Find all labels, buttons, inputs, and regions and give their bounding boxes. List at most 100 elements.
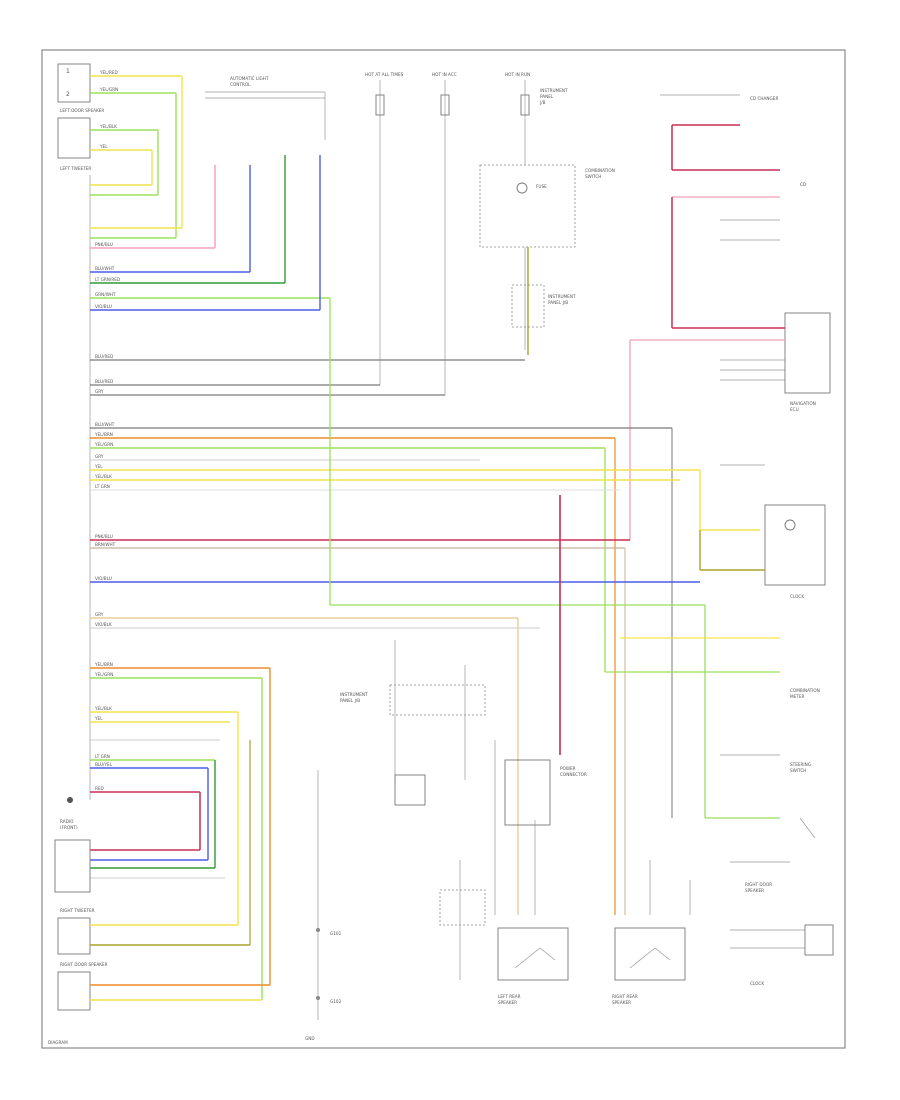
combination-meter: COMBINATION METER xyxy=(605,637,820,756)
hot-in-acc-fuse: HOT IN ACC xyxy=(432,72,457,395)
right-door-speaker: RIGHT DOOR SPEAKER CLOCK xyxy=(730,861,834,986)
svg-text:CLOCK: CLOCK xyxy=(750,981,764,986)
svg-text:YEL/RED: YEL/RED xyxy=(99,70,118,75)
cd-changer-relay: POWER CONNECTOR xyxy=(504,759,587,826)
radio-relay xyxy=(439,889,486,926)
svg-text:BLU/RED: BLU/RED xyxy=(95,379,113,384)
svg-text:RIGHT TWEETER: RIGHT TWEETER xyxy=(60,908,95,913)
svg-text:POWER: POWER xyxy=(560,766,576,771)
svg-text:CLOCK: CLOCK xyxy=(790,594,804,599)
diagram-border xyxy=(41,49,846,1049)
svg-text:VIO/BLU: VIO/BLU xyxy=(95,576,112,581)
svg-text:GRY: GRY xyxy=(95,612,104,617)
radio: RADIO (FRONT) xyxy=(54,797,91,893)
svg-text:PNK/BLU: PNK/BLU xyxy=(95,534,113,539)
svg-text:YEL/BLK: YEL/BLK xyxy=(94,706,112,711)
left-door-speaker-label: LEFT DOOR SPEAKER xyxy=(60,108,104,113)
svg-text:1: 1 xyxy=(66,68,70,75)
svg-text:INSTRUMENT: INSTRUMENT xyxy=(540,88,568,93)
svg-text:LT GRN: LT GRN xyxy=(95,754,110,759)
svg-text:SWITCH: SWITCH xyxy=(585,174,601,179)
svg-text:AUTOMATIC LIGHT: AUTOMATIC LIGHT xyxy=(230,76,269,81)
left-tweeter: YEL/BLK YEL xyxy=(57,117,158,159)
svg-text:VIO/BLK: VIO/BLK xyxy=(95,622,112,627)
svg-text:G102: G102 xyxy=(330,999,342,1004)
hot-in-run-fuse: HOT IN RUN INSTRUMENT PANEL J/B xyxy=(505,72,568,165)
svg-text:YEL/BLK: YEL/BLK xyxy=(99,124,117,129)
instrument-panel-jb: INSTRUMENT PANEL J/B xyxy=(511,284,576,328)
svg-text:LEFT REAR: LEFT REAR xyxy=(498,994,521,999)
svg-text:PNK/BLU: PNK/BLU xyxy=(95,242,113,247)
svg-text:YEL/BRN: YEL/BRN xyxy=(94,432,113,437)
svg-text:SPEAKER: SPEAKER xyxy=(745,888,764,893)
svg-text:RIGHT DOOR: RIGHT DOOR xyxy=(745,882,772,887)
navigation-ecu: NAVIGATION ECU xyxy=(630,312,831,412)
svg-text:HOT AT ALL TIMES: HOT AT ALL TIMES xyxy=(365,72,404,77)
svg-text:HOT IN ACC: HOT IN ACC xyxy=(432,72,457,77)
junction-block-center: INSTRUMENT PANEL J/B xyxy=(340,640,486,806)
diagram-footer: DIAGRAM xyxy=(48,1040,68,1045)
svg-text:SWITCH: SWITCH xyxy=(790,768,806,773)
svg-text:J/B: J/B xyxy=(539,100,546,105)
svg-text:PANEL J/B: PANEL J/B xyxy=(548,300,568,305)
svg-text:RADIO: RADIO xyxy=(60,819,74,824)
svg-text:RIGHT DOOR SPEAKER: RIGHT DOOR SPEAKER xyxy=(60,962,108,967)
left-rear-speaker: LEFT REAR SPEAKER xyxy=(497,927,569,1005)
svg-text:YEL: YEL xyxy=(94,464,103,469)
svg-text:YEL/GRN: YEL/GRN xyxy=(94,672,113,677)
svg-text:(FRONT): (FRONT) xyxy=(60,825,78,830)
svg-text:FUSE: FUSE xyxy=(536,184,547,189)
automatic-light-connector: AUTOMATIC LIGHT CONTROL xyxy=(205,76,326,140)
steering-switch: STEERING SWITCH xyxy=(790,762,816,839)
svg-text:SPEAKER: SPEAKER xyxy=(612,1000,631,1005)
svg-text:CD CHANGER: CD CHANGER xyxy=(750,96,778,101)
svg-text:BLU/YEL: BLU/YEL xyxy=(95,762,113,767)
svg-text:GND: GND xyxy=(305,1036,315,1041)
svg-text:HOT IN RUN: HOT IN RUN xyxy=(505,72,530,77)
clock: CLOCK xyxy=(699,464,826,599)
ground: G101 G102 GND xyxy=(305,928,342,1041)
right-door-speaker-left: RIGHT DOOR SPEAKER xyxy=(57,962,270,1011)
svg-text:COMBINATION: COMBINATION xyxy=(790,688,820,693)
svg-text:INSTRUMENT: INSTRUMENT xyxy=(548,294,576,299)
svg-text:PANEL: PANEL xyxy=(540,94,554,99)
svg-text:LT GRN: LT GRN xyxy=(95,484,110,489)
svg-text:YEL/GRN: YEL/GRN xyxy=(94,442,113,447)
svg-text:INSTRUMENT: INSTRUMENT xyxy=(340,692,368,697)
svg-text:VIO/BLU: VIO/BLU xyxy=(95,304,112,309)
svg-text:ECU: ECU xyxy=(790,407,799,412)
svg-text:METER: METER xyxy=(790,694,804,699)
svg-text:YEL/BRN: YEL/BRN xyxy=(94,662,113,667)
svg-text:LT GRN/RED: LT GRN/RED xyxy=(95,277,120,282)
svg-text:COMBINATION: COMBINATION xyxy=(585,168,615,173)
svg-text:YEL/BLK: YEL/BLK xyxy=(94,474,112,479)
left-door-speaker: 1 2 YEL/RED YEL/GRN xyxy=(57,63,182,103)
radio-lower-pins: YEL/BRN YEL/GRN YEL/BLK YEL LT GRN BLU/Y… xyxy=(90,662,271,1000)
svg-text:BLU/RED: BLU/RED xyxy=(95,354,113,359)
svg-text:YEL: YEL xyxy=(94,716,103,721)
svg-text:BRN/WHT: BRN/WHT xyxy=(95,542,116,547)
svg-text:BLU/WHT: BLU/WHT xyxy=(95,422,115,427)
svg-text:STEERING: STEERING xyxy=(790,762,811,767)
svg-text:SPEAKER: SPEAKER xyxy=(498,1000,517,1005)
right-tweeter: RIGHT TWEETER xyxy=(57,908,250,955)
svg-text:RED: RED xyxy=(95,786,104,791)
svg-text:RIGHT REAR: RIGHT REAR xyxy=(612,994,638,999)
svg-text:CONTROL: CONTROL xyxy=(230,82,251,87)
svg-text:YEL: YEL xyxy=(99,144,108,149)
svg-text:2: 2 xyxy=(66,91,70,98)
hot-at-all-times-fuse: HOT AT ALL TIMES xyxy=(365,72,404,385)
svg-text:NAVIGATION: NAVIGATION xyxy=(790,401,816,406)
svg-text:G101: G101 xyxy=(330,931,342,936)
svg-text:YEL/GRN: YEL/GRN xyxy=(99,87,118,92)
junction-block: FUSE COMBINATION SWITCH xyxy=(479,164,615,248)
right-rear-speaker: RIGHT REAR SPEAKER xyxy=(612,927,686,1005)
svg-text:GRY: GRY xyxy=(95,389,104,394)
svg-text:CD: CD xyxy=(800,182,806,187)
cd-changer: CD CHANGER CD xyxy=(660,94,806,328)
svg-text:CONNECTOR: CONNECTOR xyxy=(560,772,587,777)
left-tweeter-label: LEFT TWEETER xyxy=(60,166,91,171)
svg-text:PANEL J/B: PANEL J/B xyxy=(340,698,360,703)
svg-text:GRN/WHT: GRN/WHT xyxy=(95,292,116,297)
